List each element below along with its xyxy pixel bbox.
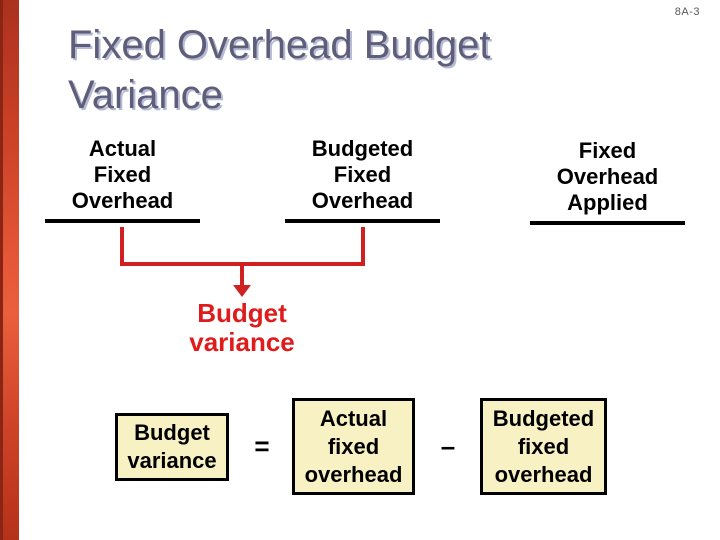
bracket-left-leg xyxy=(120,227,124,266)
column-underline xyxy=(285,219,440,223)
bracket-right-leg xyxy=(361,227,365,266)
minus-sign: – xyxy=(440,431,456,461)
column-underline xyxy=(530,221,685,225)
formula-budgeted-fixed-overhead-box: Budgeted fixed overhead xyxy=(480,398,607,495)
down-arrow-icon xyxy=(233,285,251,297)
bracket-bottom-bar xyxy=(120,262,365,266)
formula-result-box: Budget variance xyxy=(115,413,229,481)
left-accent-bar xyxy=(0,0,19,540)
equals-sign: = xyxy=(254,431,270,461)
column-budgeted-fixed-overhead: Budgeted Fixed Overhead xyxy=(285,110,440,249)
column-label: Budgeted Fixed Overhead xyxy=(311,136,414,213)
column-underline xyxy=(45,219,200,223)
formula-actual-fixed-overhead-box: Actual fixed overhead xyxy=(292,398,415,495)
column-label: Fixed Overhead Applied xyxy=(556,138,659,215)
column-actual-fixed-overhead: Actual Fixed Overhead xyxy=(45,110,200,249)
down-arrow-stem xyxy=(240,266,244,286)
budget-variance-label: Budget variance xyxy=(189,298,295,357)
slide-title: Fixed Overhead Budget Variance xyxy=(68,23,491,117)
column-fixed-overhead-applied: Fixed Overhead Applied xyxy=(530,112,685,251)
column-label: Actual Fixed Overhead xyxy=(71,136,174,213)
slide-page-number: 8A-3 xyxy=(674,6,700,18)
